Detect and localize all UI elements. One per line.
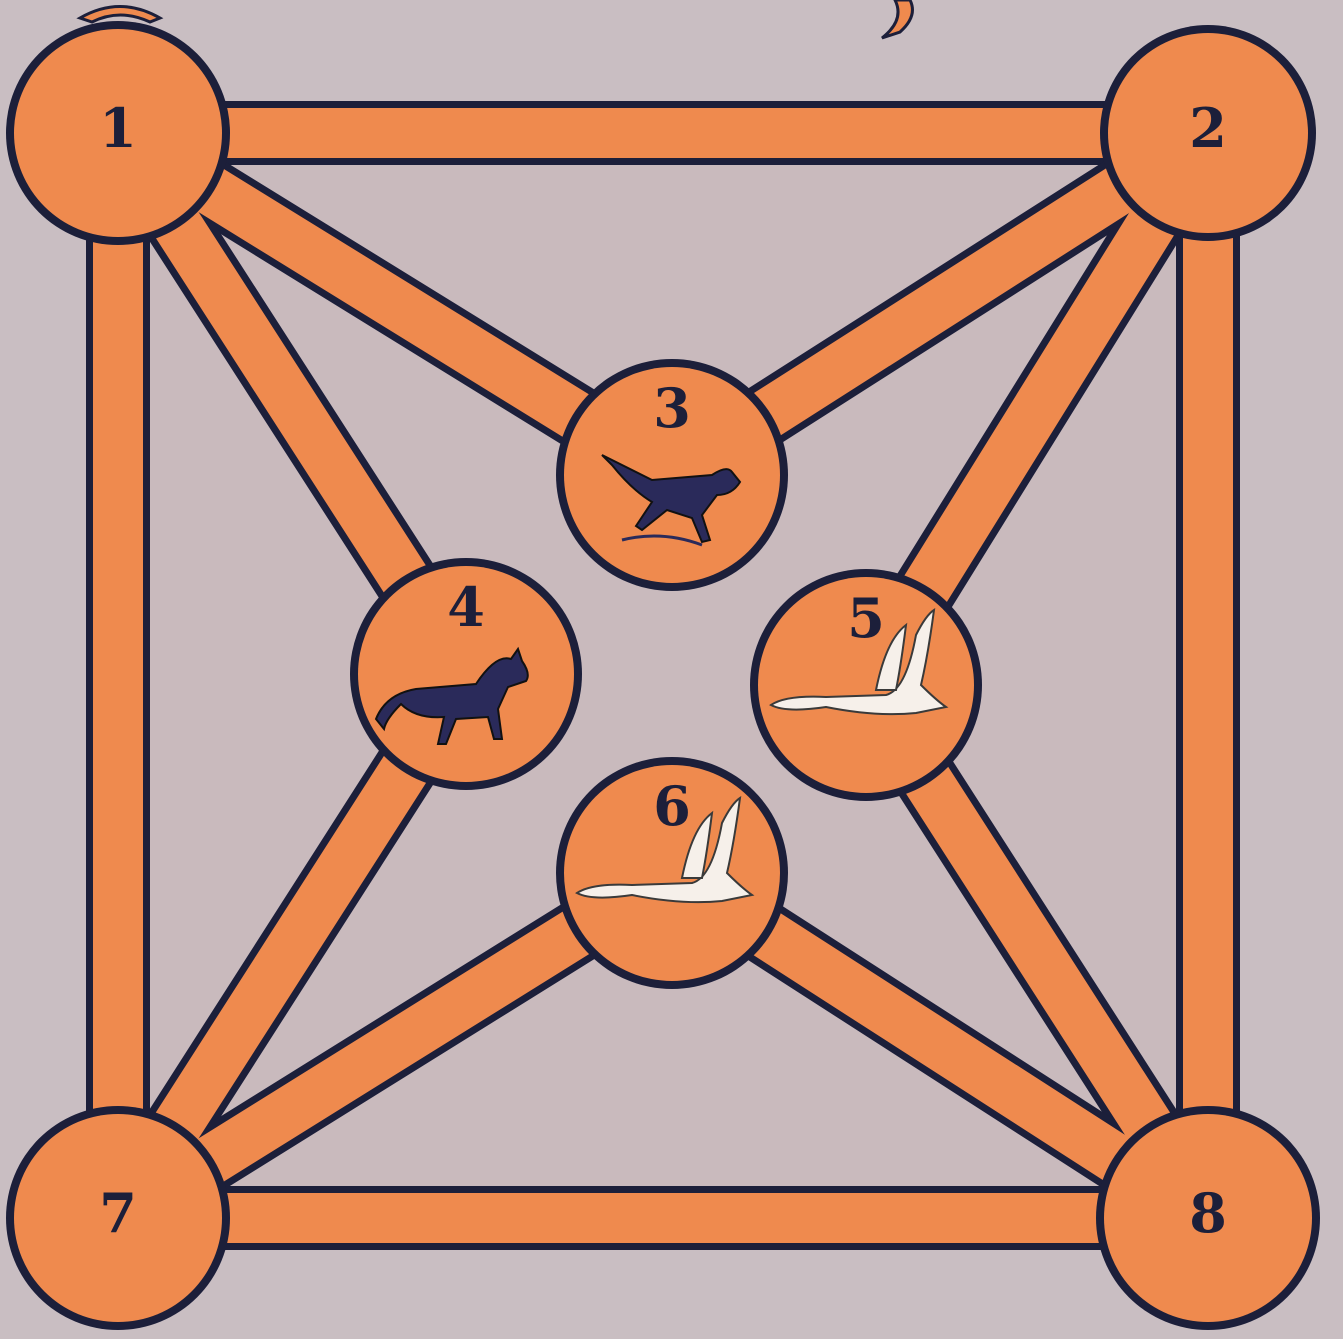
- node-5-label: 5: [847, 586, 885, 650]
- title-lettering-fragment: [80, 0, 912, 38]
- node-7[interactable]: 7: [6, 1106, 230, 1330]
- node-2-label: 2: [1189, 96, 1227, 160]
- node-4[interactable]: 4: [350, 558, 582, 790]
- node-8-label: 8: [1189, 1181, 1227, 1245]
- board-interior: [130, 140, 1210, 1210]
- node-3-label: 3: [653, 376, 691, 440]
- node-5[interactable]: 5: [750, 569, 982, 801]
- node-6[interactable]: 6: [556, 757, 788, 989]
- node-1-label: 1: [99, 96, 137, 160]
- node-6-label: 6: [653, 774, 691, 838]
- node-8[interactable]: 8: [1096, 1106, 1320, 1330]
- track-outlines: [118, 133, 1210, 1218]
- node-7-label: 7: [99, 1181, 137, 1245]
- node-4-label: 4: [447, 575, 485, 639]
- node-3[interactable]: 3: [556, 359, 788, 591]
- node-1[interactable]: 1: [6, 21, 230, 245]
- node-2[interactable]: 2: [1100, 25, 1316, 241]
